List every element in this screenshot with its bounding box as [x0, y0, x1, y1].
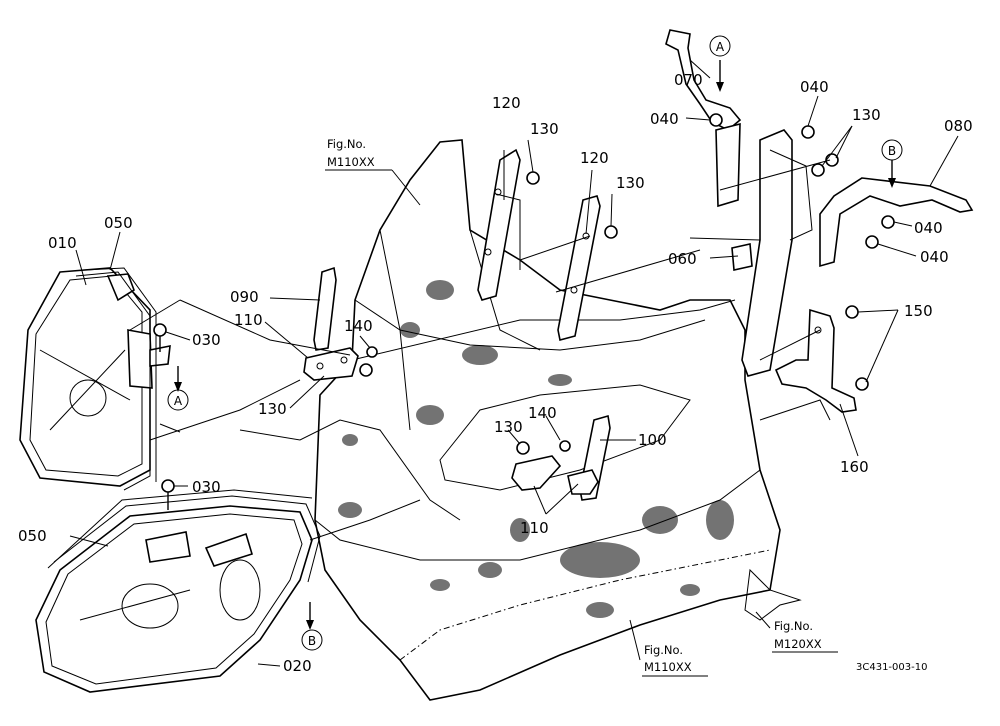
svg-text:A: A [716, 40, 725, 54]
bolt-130-upper-left [526, 171, 540, 185]
marker-a-top: A [709, 35, 731, 57]
nut-140-center [559, 440, 571, 452]
fig-ref-bottom-center: Fig.No. M110XX [642, 643, 708, 677]
grille-perforations [338, 280, 734, 618]
bonnet-front-grille [314, 139, 802, 701]
label-160: 160 [840, 458, 869, 476]
label-030-bottom: 030 [192, 478, 221, 496]
svg-text:M110XX: M110XX [644, 660, 692, 674]
bracket-110-left [303, 347, 359, 381]
label-120-right: 120 [580, 149, 609, 167]
bolt-130-right-a [811, 163, 825, 177]
label-130-left: 130 [258, 400, 287, 418]
bolt-130-right-b [825, 153, 839, 167]
label-050-bottom: 050 [18, 527, 47, 545]
label-050-top: 050 [104, 214, 133, 232]
marker-b-bottom: B [301, 629, 323, 651]
label-090: 090 [230, 288, 259, 306]
bolt-150-upper [845, 305, 859, 319]
label-020: 020 [283, 657, 312, 675]
label-110-center: 110 [520, 519, 549, 537]
bolt-130-center [516, 441, 530, 455]
bracket-060 [731, 129, 813, 377]
label-130-right: 130 [852, 106, 881, 124]
bracket-160 [774, 308, 857, 413]
svg-text:M110XX: M110XX [327, 155, 375, 169]
arrows [174, 60, 896, 630]
label-140-left: 140 [344, 317, 373, 335]
nut-040-right-mid [881, 215, 895, 229]
leader-lines [69, 59, 959, 667]
bolt-130-upper-mid [604, 225, 618, 239]
label-040-right-mid: 040 [914, 219, 943, 237]
bolt-150-lower [855, 377, 869, 391]
svg-text:Fig.No.: Fig.No. [774, 619, 813, 633]
gasket-050-top [75, 267, 157, 491]
gasket-050-bottom [47, 489, 321, 583]
bracket-080 [819, 177, 974, 268]
label-110-left: 110 [234, 311, 263, 329]
nut-040-upper [709, 113, 723, 127]
label-060: 060 [668, 250, 697, 268]
headlamp-020 [35, 505, 313, 693]
bolt-130-left [359, 363, 373, 377]
bolt-030-bottom [161, 479, 175, 510]
part-labels: 010 050 030 030 050 020 090 110 140 130 … [18, 71, 973, 675]
label-010: 010 [48, 234, 77, 252]
fig-ref-top: Fig.No. M110XX [325, 137, 392, 171]
fig-ref-bottom-right: Fig.No. M120XX [772, 619, 838, 653]
label-040-right-top: 040 [800, 78, 829, 96]
label-030-top: 030 [192, 331, 221, 349]
svg-text:B: B [308, 634, 316, 648]
nut-040-right-top [801, 125, 815, 139]
svg-text:M120XX: M120XX [774, 637, 822, 651]
bracket-070 [665, 29, 742, 208]
drawing-code: 3C431-003-10 [856, 662, 927, 673]
marker-b-top: B [881, 139, 903, 161]
headlamp-010 [19, 267, 181, 487]
label-070: 070 [674, 71, 703, 89]
label-040-right-low: 040 [920, 248, 949, 266]
marker-a-left: A [167, 389, 189, 411]
label-130-center: 130 [494, 418, 523, 436]
bracket-090 [313, 266, 337, 351]
stay-120-left [477, 148, 521, 301]
svg-text:Fig.No.: Fig.No. [644, 643, 683, 657]
label-040-upper: 040 [650, 110, 679, 128]
bolt-030-top [153, 323, 167, 352]
svg-text:B: B [888, 144, 896, 158]
label-130-upper-mid: 130 [616, 174, 645, 192]
bracket-110-center [511, 455, 599, 495]
label-150: 150 [904, 302, 933, 320]
label-140-center: 140 [528, 404, 557, 422]
nut-040-right-low [865, 235, 879, 249]
nut-140-left [366, 346, 378, 358]
svg-text:A: A [174, 394, 183, 408]
assembly-lines [129, 159, 831, 541]
label-080: 080 [944, 117, 973, 135]
label-100: 100 [638, 431, 667, 449]
label-130-upper-left: 130 [530, 120, 559, 138]
label-120-left: 120 [492, 94, 521, 112]
svg-text:Fig.No.: Fig.No. [327, 137, 366, 151]
